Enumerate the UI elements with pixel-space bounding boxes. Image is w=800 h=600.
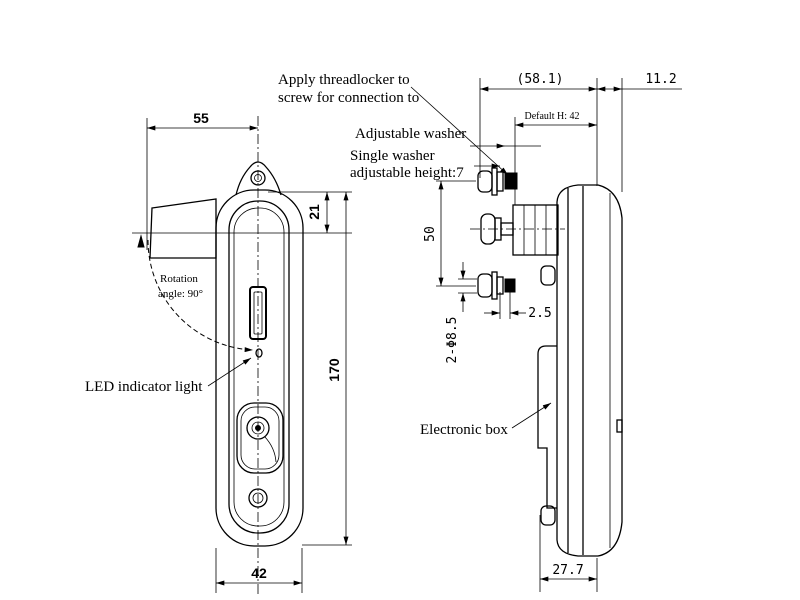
handle-body-inner (233, 207, 285, 527)
lug-hole (250, 170, 266, 186)
spacer-cylinder (512, 204, 559, 256)
electronic-box-leader (511, 402, 552, 429)
threadlocker-label-line1: Apply threadlocker to (278, 72, 410, 88)
dim-shell-label: 11.2 (645, 72, 676, 87)
mounting-lug (235, 161, 282, 196)
key-slot-curve (264, 436, 277, 463)
screw-bottom-threadlocker (504, 278, 516, 293)
dim-washer-label: 2.5 (528, 306, 551, 321)
rotation-start-arrow (137, 234, 145, 248)
electronic-box (537, 345, 557, 509)
bottom-screw-inner (252, 492, 264, 504)
side-view: (58.1) 11.2 Default H: 42 Apply threadlo… (278, 72, 682, 592)
handle-slot-inner (253, 291, 263, 335)
electronic-box-label: Electronic box (420, 422, 508, 438)
screw-top-threadlocker (504, 172, 518, 190)
screw-top (477, 167, 518, 196)
default-height-label: Default H: 42 (525, 111, 580, 122)
key-cylinder (246, 416, 270, 440)
led-leader (207, 357, 252, 387)
key-cylinder-inner (251, 421, 265, 435)
bottom-screw (248, 488, 268, 508)
threadlocker-label-line2: screw for connection to (278, 90, 419, 106)
keyhole-recess (236, 402, 284, 474)
side-body-shell (556, 184, 623, 557)
single-washer-label-line1: Single washer (350, 148, 435, 164)
front-view: 55 Rotation angle: 90° LED indicator lig… (85, 110, 352, 596)
threadlocker-leader (410, 86, 509, 176)
led-indicator (255, 348, 263, 358)
dim-depth-label: (58.1) (517, 72, 564, 87)
handle-slot (249, 286, 267, 340)
dim-pitch-label: 50 (423, 226, 438, 242)
led-label: LED indicator light (85, 379, 203, 395)
keyhole-recess-inner (240, 406, 280, 470)
handle-body-rim (228, 200, 290, 534)
rotation-arc (147, 239, 254, 353)
adjustable-washer-label: Adjustable washer (355, 126, 466, 142)
dim-top-label: 55 (193, 110, 209, 126)
single-washer-label-line2: adjustable height:7 (350, 165, 464, 181)
dim-width-label: 42 (251, 565, 267, 581)
side-bottom-screw (540, 505, 556, 526)
key-cylinder-core (255, 425, 261, 431)
side-body-mark (616, 419, 623, 433)
lug-hole-inner (254, 174, 262, 182)
side-knob (540, 265, 556, 286)
handle-body-outer (215, 189, 304, 547)
dim-lug-label: 21 (306, 204, 322, 220)
rotation-label-line1: Rotation (160, 273, 198, 285)
rotation-label-line2: angle: 90° (158, 288, 203, 300)
screw-top-washer-small (496, 171, 504, 192)
dim-height-label: 170 (326, 358, 342, 382)
dim-holes-label: 2-Φ8.5 (445, 317, 460, 364)
dim-box-label: 27.7 (552, 563, 583, 578)
